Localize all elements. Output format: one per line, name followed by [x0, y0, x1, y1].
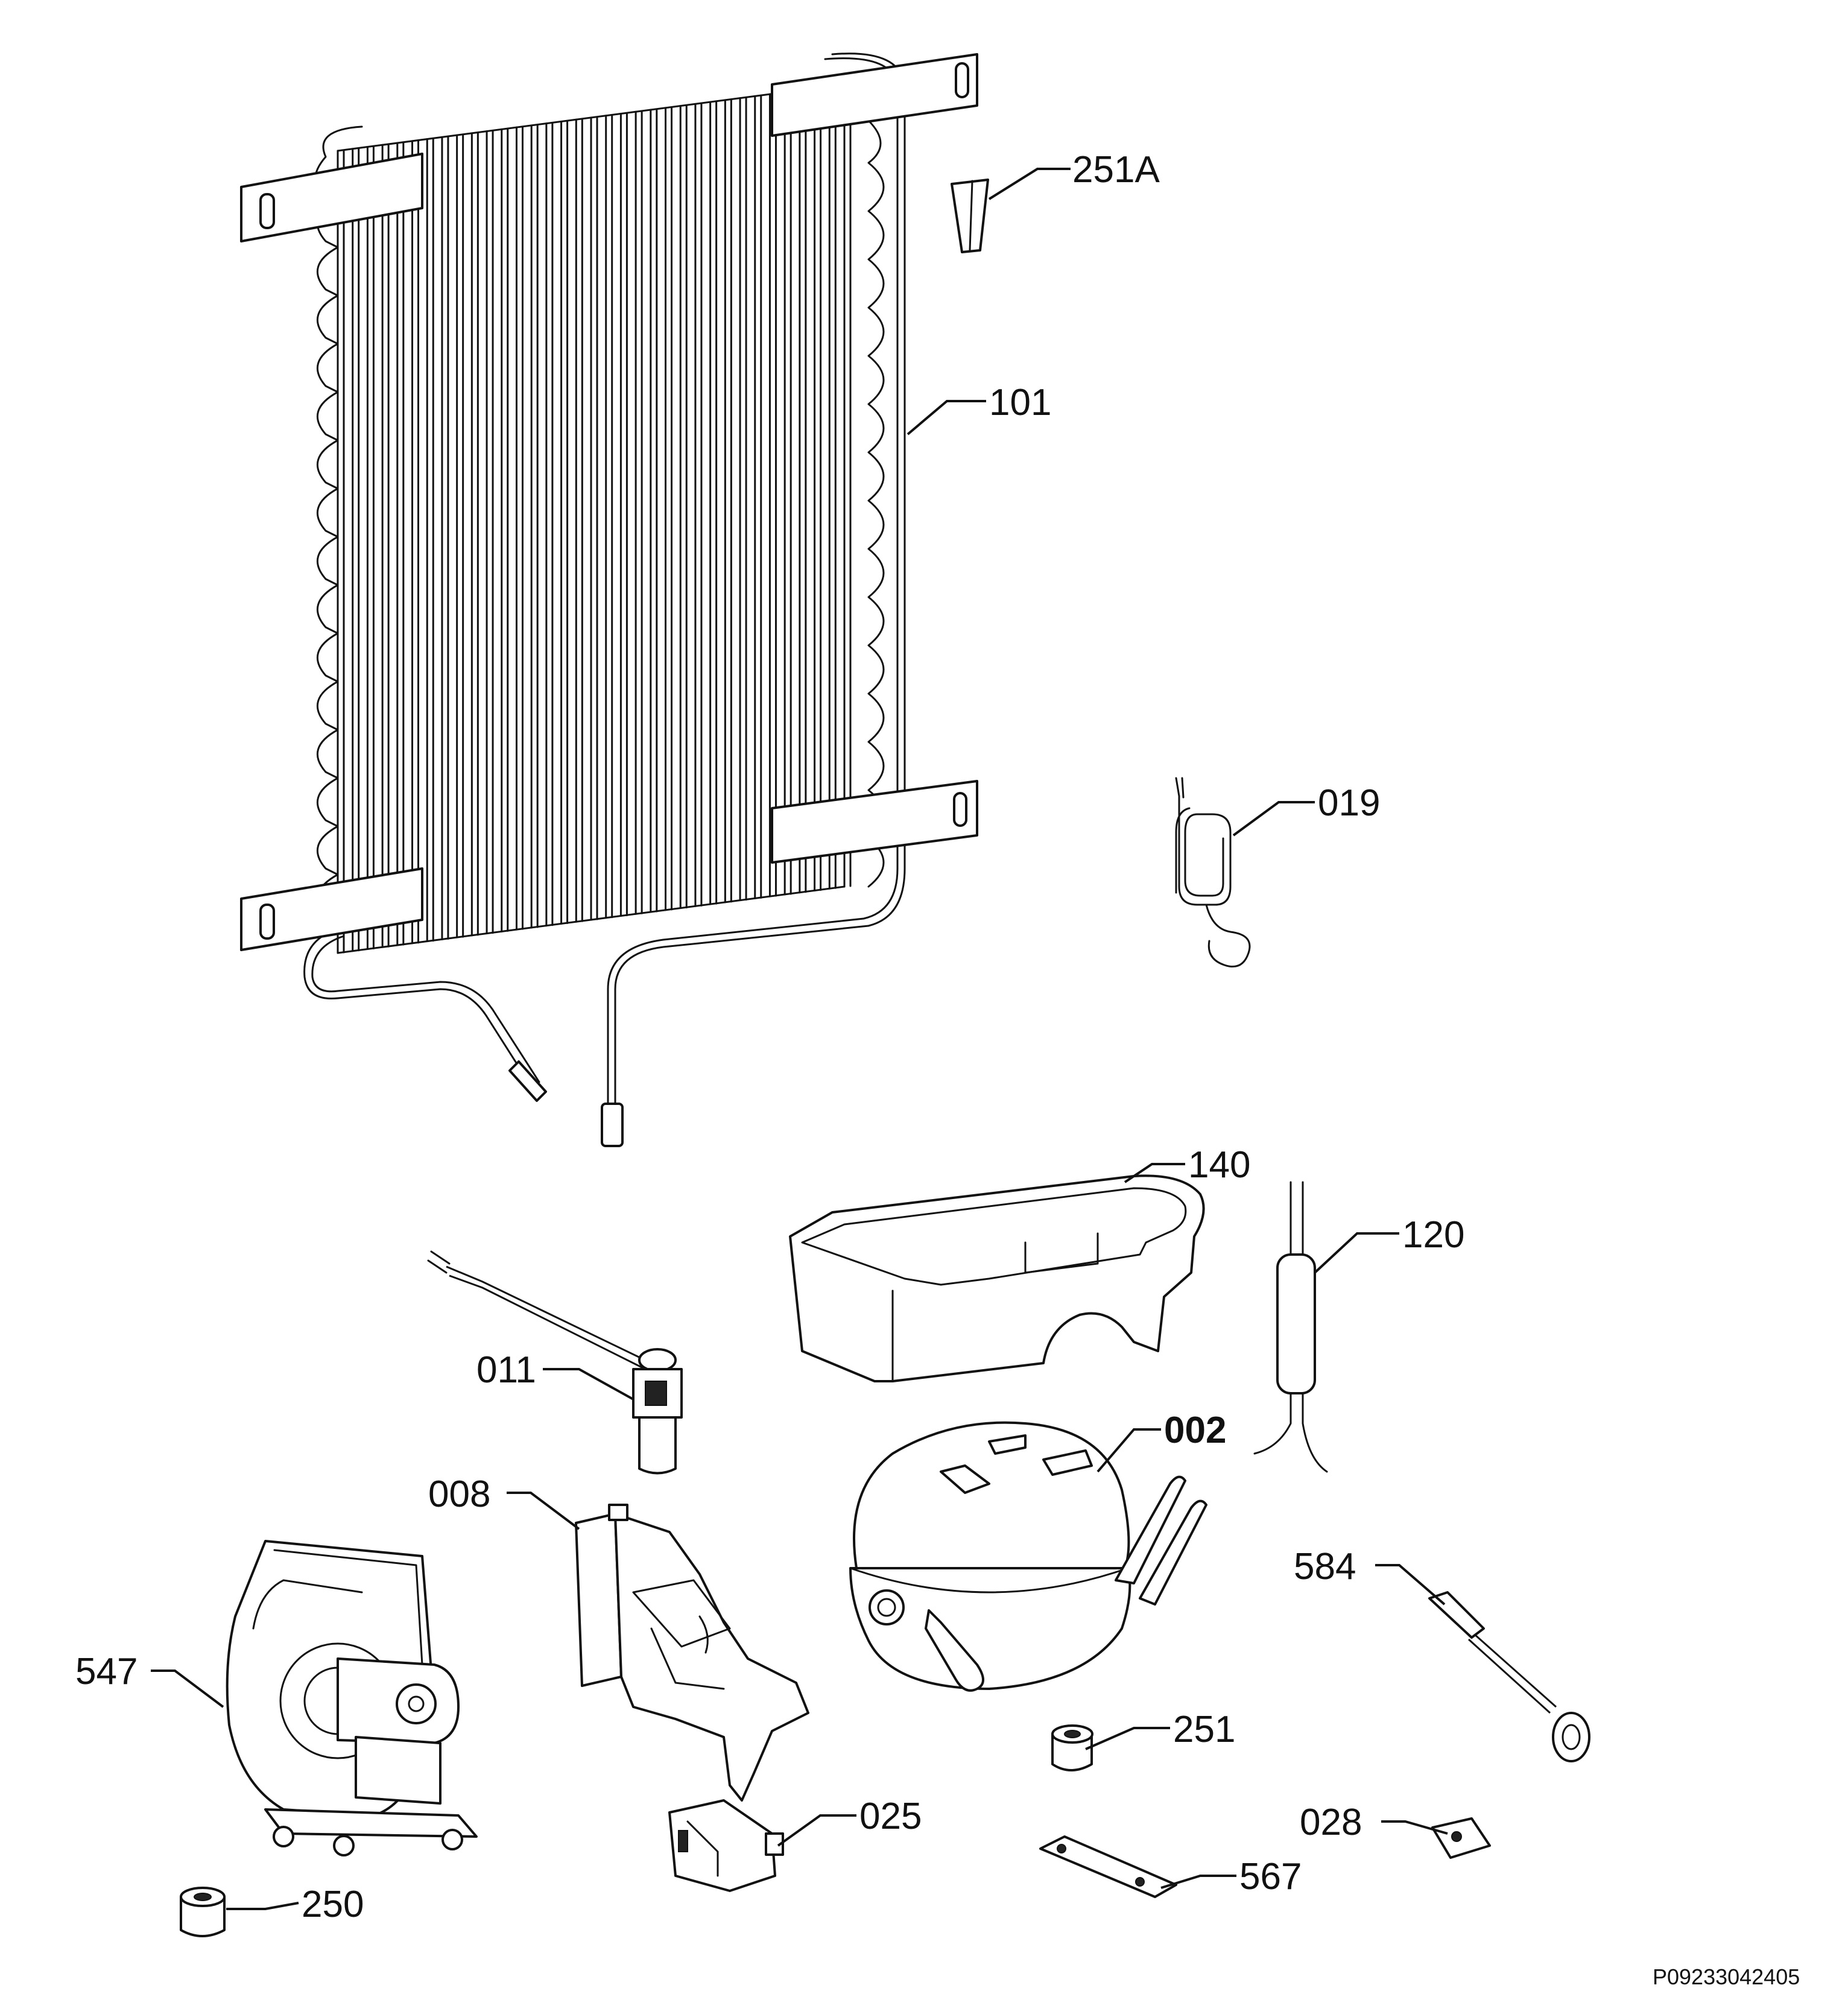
condenser-bracket-top-right — [771, 53, 978, 137]
condenser-grid — [337, 83, 852, 954]
label-002: 002 — [1164, 1410, 1226, 1451]
label-547: 547 — [75, 1651, 138, 1692]
condenser-bracket-bottom-left — [240, 867, 423, 951]
leader-008 — [507, 1492, 580, 1530]
label-019: 019 — [1318, 782, 1380, 824]
label-101: 101 — [989, 382, 1051, 423]
clip-028 — [1431, 1817, 1491, 1859]
leader-251 — [1085, 1727, 1170, 1750]
label-251A: 251A — [1072, 149, 1160, 191]
condenser-inlet-tip — [508, 1060, 547, 1102]
label-584: 584 — [1294, 1546, 1356, 1587]
leader-101 — [907, 400, 986, 435]
leader-028 — [1381, 1820, 1448, 1835]
condenser-101 — [240, 52, 978, 1147]
fan-motor-547 — [226, 1540, 478, 1856]
leader-567 — [1160, 1875, 1236, 1889]
electronic-module-008 — [575, 1504, 809, 1802]
label-567: 567 — [1239, 1856, 1302, 1897]
relay-025 — [668, 1799, 784, 1892]
leader-025 — [777, 1814, 856, 1847]
drip-tray-140 — [789, 1174, 1205, 1382]
label-250: 250 — [302, 1884, 364, 1925]
clip-251A — [951, 179, 989, 253]
leader-250 — [226, 1902, 299, 1910]
heater-coil-019 — [1175, 777, 1251, 967]
leader-251A — [988, 168, 1071, 200]
leader-140 — [1124, 1163, 1185, 1183]
leader-019 — [1232, 801, 1315, 837]
label-251: 251 — [1173, 1709, 1235, 1750]
label-140: 140 — [1188, 1144, 1250, 1186]
leader-547 — [151, 1670, 224, 1708]
bracket-567 — [1039, 1835, 1177, 1898]
label-011: 011 — [476, 1349, 536, 1391]
drawing-number: P09233042405 — [1653, 1964, 1800, 1989]
sensor-011 — [427, 1250, 683, 1475]
leader-011 — [543, 1368, 634, 1401]
label-008: 008 — [428, 1473, 490, 1515]
condenser-bracket-top-left — [240, 153, 423, 242]
compressor-002 — [849, 1421, 1207, 1692]
label-028: 028 — [1300, 1802, 1362, 1843]
filter-drier-120 — [1253, 1181, 1328, 1473]
grommet-250 — [180, 1887, 226, 1937]
leader-002 — [1096, 1428, 1161, 1473]
label-120: 120 — [1402, 1214, 1464, 1256]
condenser-bracket-bottom-right — [771, 780, 978, 864]
condenser-frame-tube — [614, 52, 906, 1111]
condenser-serpentine-right — [831, 81, 885, 888]
grommet-251 — [1051, 1724, 1093, 1771]
leader-120 — [1314, 1232, 1399, 1274]
leader-584 — [1375, 1564, 1446, 1606]
condenser-inlet-pipe — [303, 928, 532, 1087]
label-025: 025 — [859, 1796, 922, 1837]
condenser-outlet-tip — [601, 1103, 624, 1147]
earth-cable-584 — [1428, 1591, 1590, 1762]
